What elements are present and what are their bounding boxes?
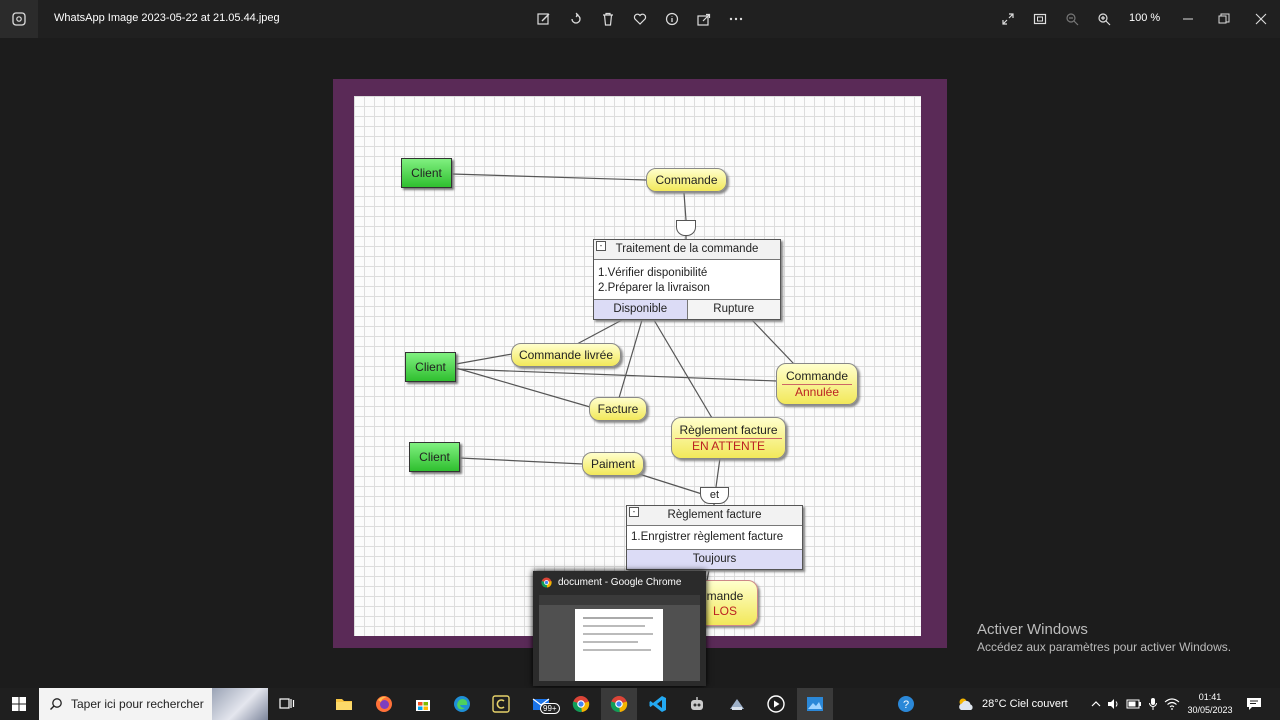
- fit-icon[interactable]: [1031, 10, 1049, 28]
- diagram-image: Client Commande -Traitement de la comman…: [354, 96, 921, 636]
- process2-step-1: 1.Enrgistrer règlement facture: [631, 530, 798, 545]
- process-traitement-commande: -Traitement de la commande 1.Vérifier di…: [593, 239, 781, 320]
- client-box-top: Client: [401, 158, 452, 188]
- file-explorer-icon[interactable]: [333, 693, 355, 715]
- rotate-icon[interactable]: [567, 10, 585, 28]
- mail-badge: 99+: [540, 703, 560, 714]
- process-reglement-facture: -Règlement facture 1.Enrgistrer règlemen…: [626, 505, 803, 570]
- title-bar: WhatsApp Image 2023-05-22 at 21.05.44.jp…: [0, 0, 1280, 38]
- info-icon[interactable]: [663, 10, 681, 28]
- mail-icon[interactable]: 99+: [530, 693, 552, 715]
- zoom-in-icon[interactable]: [1095, 10, 1113, 28]
- photos-taskbar-icon[interactable]: [797, 688, 833, 720]
- taskbar: Taper ici pour rechercher 99+: [0, 688, 1280, 720]
- process2-title: Règlement facture: [668, 509, 762, 521]
- share-icon[interactable]: [695, 10, 713, 28]
- svg-text:?: ?: [903, 699, 909, 711]
- delete-icon[interactable]: [599, 10, 617, 28]
- chrome-icon: [541, 577, 552, 588]
- input-gate: [676, 220, 696, 236]
- firefox-icon[interactable]: [373, 693, 395, 715]
- watermark-title: Activer Windows: [977, 621, 1231, 638]
- popup-thumbnail[interactable]: [539, 595, 700, 681]
- zoom-out-icon[interactable]: [1063, 10, 1081, 28]
- microsoft-store-icon[interactable]: [412, 693, 434, 715]
- reglement-attente-line1: Règlement facture: [675, 423, 781, 439]
- search-placeholder: Taper ici pour rechercher: [71, 697, 204, 711]
- process-title: Traitement de la commande: [616, 243, 759, 255]
- window-title: WhatsApp Image 2023-05-22 at 21.05.44.jp…: [54, 12, 280, 24]
- weather-text[interactable]: 28°C Ciel couvert: [982, 698, 1068, 710]
- reglement-attente-pill: Règlement facture EN ATTENTE: [671, 417, 786, 459]
- chrome-preview-popup[interactable]: document - Google Chrome: [533, 571, 706, 686]
- clock-date: 30/05/2023: [1180, 704, 1240, 717]
- favorite-icon[interactable]: [631, 10, 649, 28]
- restore-icon[interactable]: [1215, 10, 1233, 28]
- edit-icon[interactable]: [535, 10, 553, 28]
- task-view-icon[interactable]: [276, 693, 298, 715]
- notifications-icon[interactable]: [1243, 693, 1265, 715]
- commande-annulee-line2: Annulée: [795, 385, 839, 399]
- taskbar-search-box[interactable]: Taper ici pour rechercher: [39, 688, 268, 720]
- media-player-icon[interactable]: [765, 693, 787, 715]
- facture-pill: Facture: [589, 397, 647, 421]
- commande-annulee-line1: Commande: [782, 369, 852, 385]
- clock[interactable]: 01:41 30/05/2023: [1180, 691, 1240, 717]
- photos-app-icon[interactable]: [0, 0, 38, 38]
- watermark-subtitle: Accédez aux paramètres pour activer Wind…: [977, 640, 1231, 654]
- volume-icon[interactable]: [1103, 693, 1125, 715]
- fullscreen-icon[interactable]: [999, 10, 1017, 28]
- windows-start-icon[interactable]: [8, 693, 30, 715]
- commande-livree-pill: Commande livrée: [511, 343, 621, 367]
- tool-app-icon[interactable]: [726, 693, 748, 715]
- vscode-icon[interactable]: [647, 693, 669, 715]
- edge-icon[interactable]: [451, 693, 473, 715]
- output-toujours: Toujours: [627, 550, 802, 569]
- process-step-1: 1.Vérifier disponibilité: [598, 266, 776, 281]
- help-icon[interactable]: ?: [895, 693, 917, 715]
- reglement-attente-line2: EN ATTENTE: [692, 439, 765, 453]
- popup-title: document - Google Chrome: [558, 577, 681, 588]
- client-box-bottom: Client: [409, 442, 460, 472]
- close-icon[interactable]: [1252, 10, 1270, 28]
- zoom-level[interactable]: 100 %: [1129, 12, 1160, 24]
- search-icon: [49, 697, 63, 711]
- weather-icon[interactable]: [955, 693, 977, 715]
- clock-time: 01:41: [1180, 691, 1240, 704]
- output-rupture: Rupture: [687, 300, 781, 319]
- paiment-pill: Paiment: [582, 452, 644, 476]
- client-box-middle: Client: [405, 352, 456, 382]
- more-icon[interactable]: [727, 10, 745, 28]
- chrome-taskbar-icon[interactable]: [570, 693, 592, 715]
- and-gate: et: [700, 487, 729, 504]
- process-step-2: 2.Préparer la livraison: [598, 281, 776, 296]
- app-icon-c[interactable]: [490, 693, 512, 715]
- commande-annulee-pill: Commande Annulée: [776, 363, 858, 405]
- robot-app-icon[interactable]: [686, 693, 708, 715]
- minimize-icon[interactable]: [1179, 10, 1197, 28]
- commande-pill: Commande: [646, 168, 727, 192]
- output-disponible: Disponible: [594, 300, 687, 319]
- search-highlight-image: [212, 688, 268, 720]
- commande-clos-line1: mande: [703, 589, 748, 604]
- commande-clos-line2: LOS: [713, 604, 737, 618]
- chrome-taskbar-icon-active[interactable]: [601, 688, 637, 720]
- activation-watermark: Activer Windows Accédez aux paramètres p…: [977, 621, 1231, 654]
